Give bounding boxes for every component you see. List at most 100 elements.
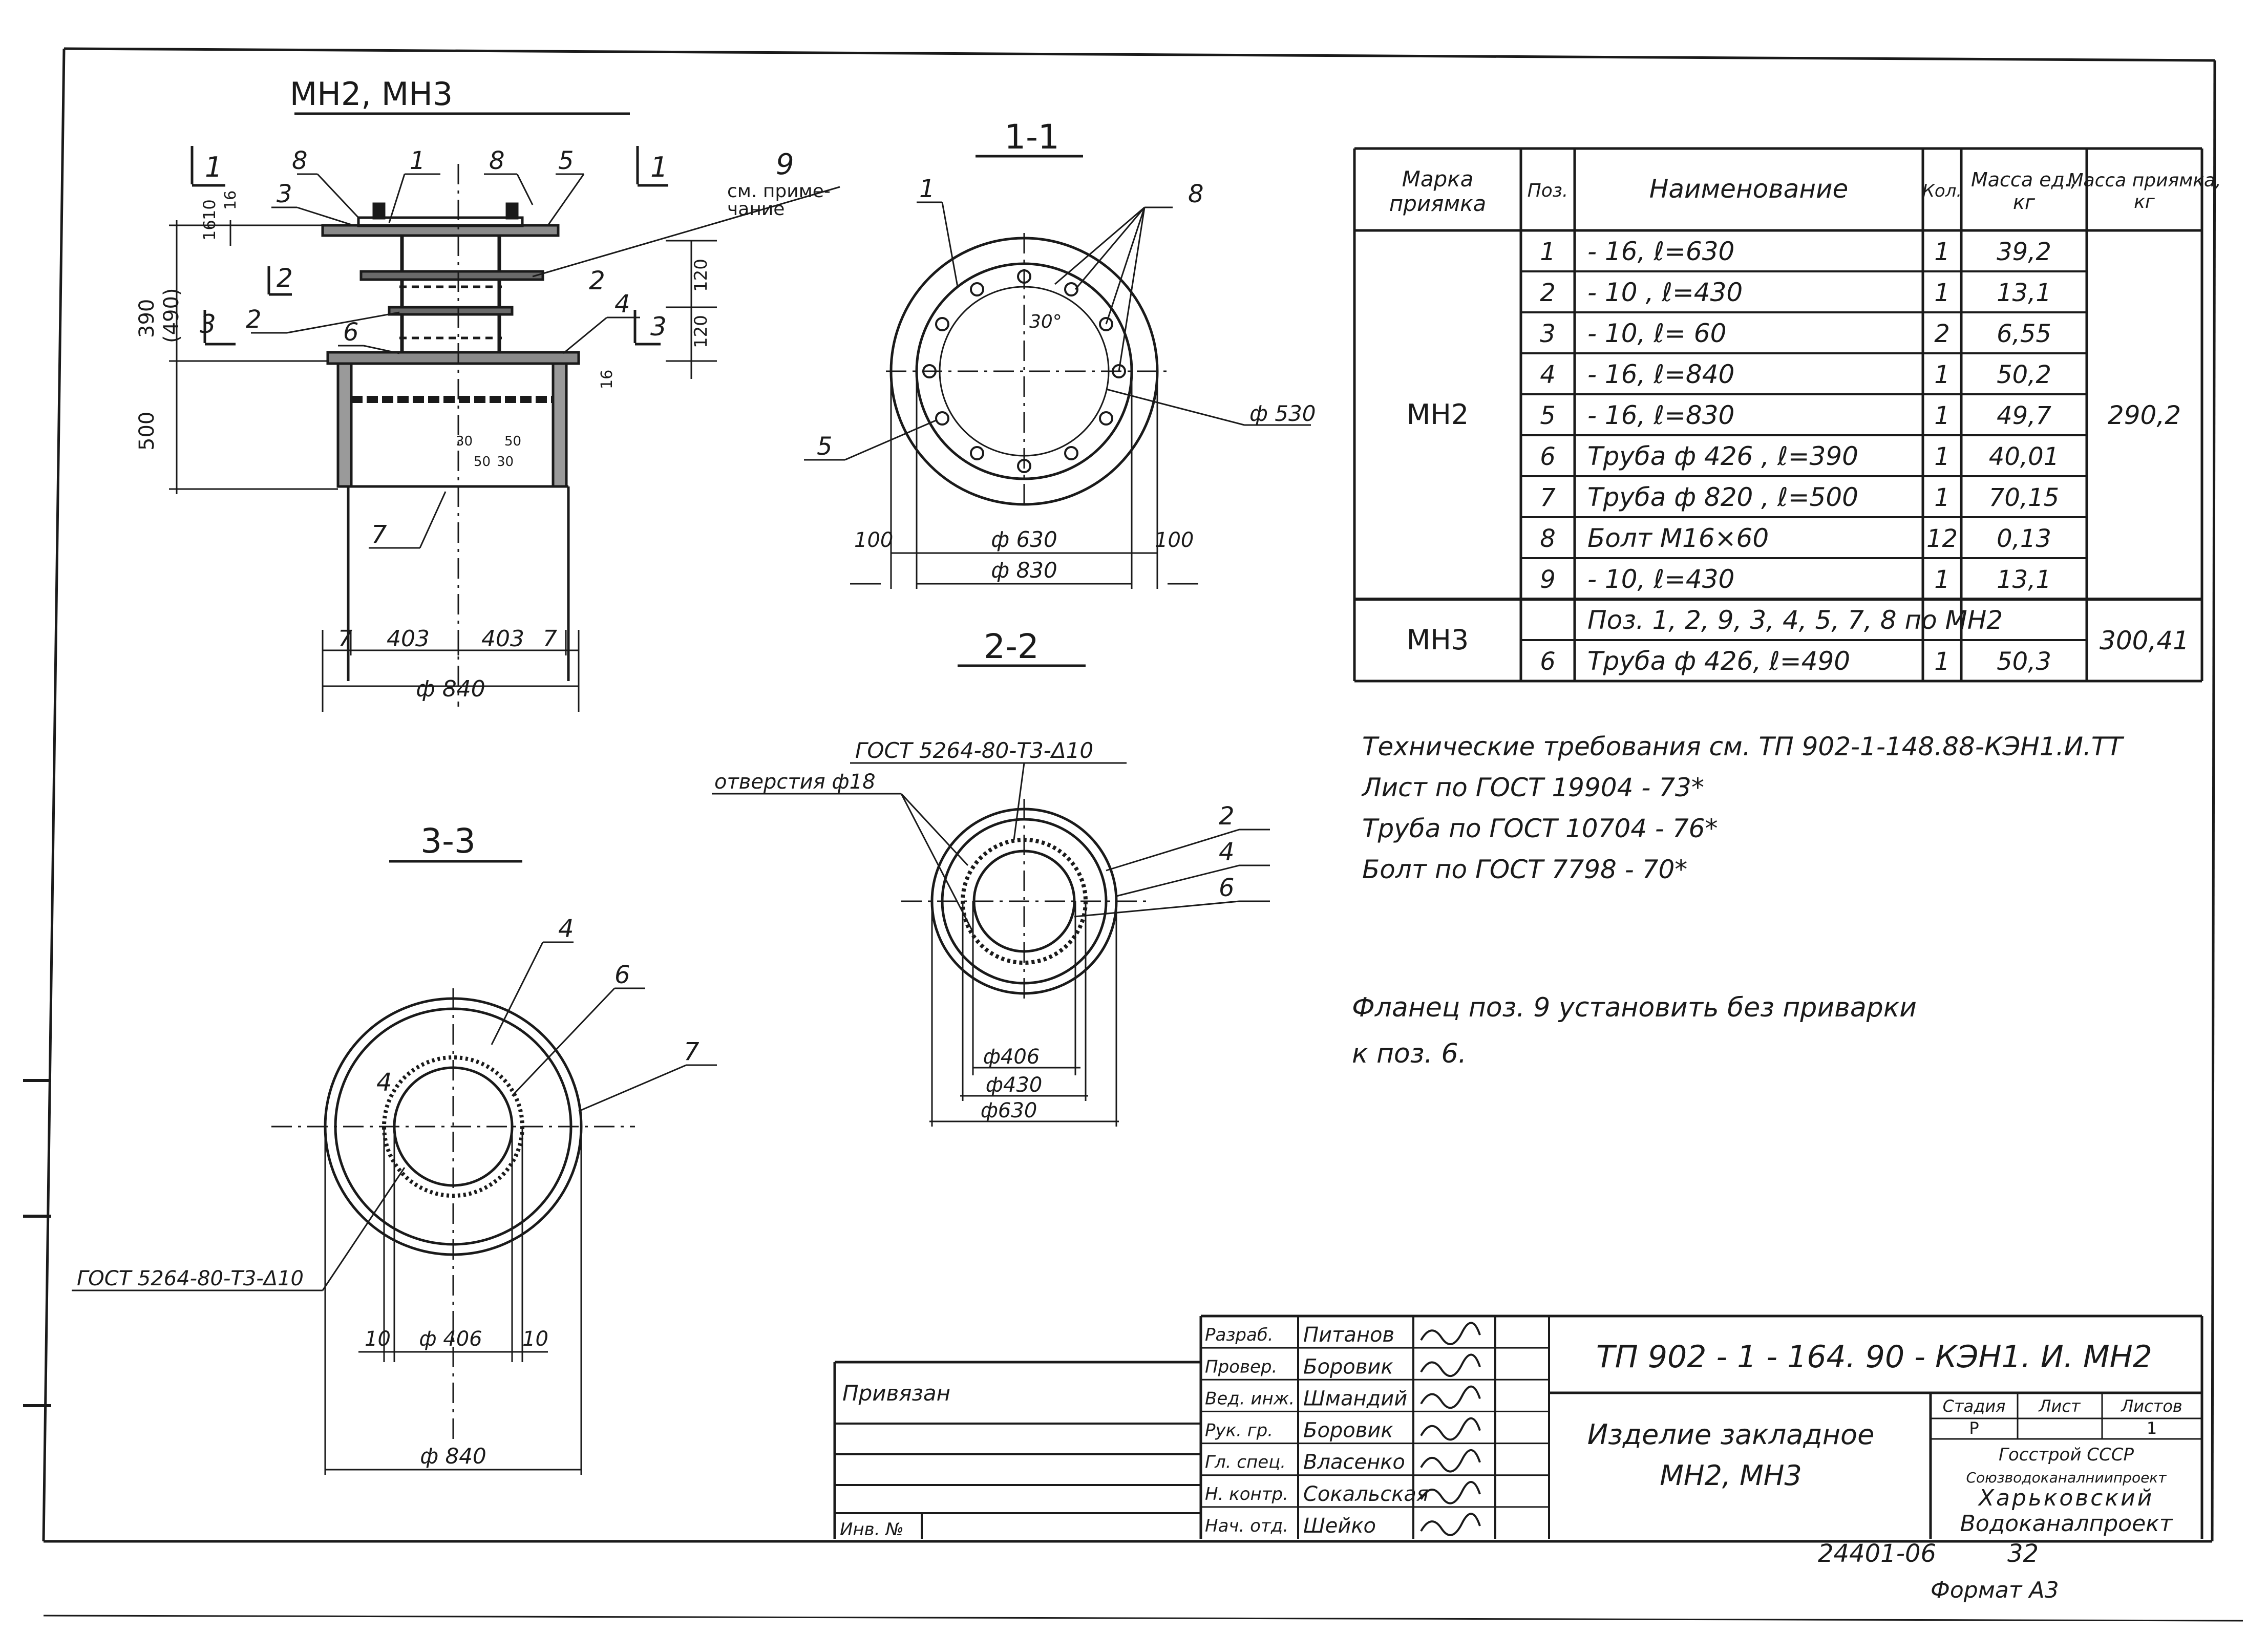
row-qty: 1 bbox=[1934, 647, 1950, 676]
dim-430-s22: ф430 bbox=[986, 1073, 1043, 1097]
dim-630-s11: ф 630 bbox=[991, 527, 1057, 552]
row-mass: 13,1 bbox=[1997, 279, 2051, 307]
role-name: Сокальская bbox=[1303, 1482, 1429, 1506]
drawing-code: ТП 902 - 1 - 164. 90 - КЭН1. И. МН2 bbox=[1596, 1339, 2152, 1375]
note-pipe-gost: Труба по ГОСТ 10704 - 76* bbox=[1362, 814, 1718, 843]
row-qty: 1 bbox=[1934, 238, 1950, 266]
view-title-2-2: 2-2 bbox=[984, 627, 1039, 666]
row-name: Труба ф 426 , ℓ=390 bbox=[1587, 441, 1858, 471]
callout-4-s33-inner: 4 bbox=[376, 1068, 392, 1097]
dim-630-s22: ф630 bbox=[981, 1099, 1037, 1122]
role-label: Нач. отд. bbox=[1205, 1516, 1288, 1536]
org-vodokanal: Водоканалпроект bbox=[1960, 1511, 2173, 1537]
note-sheet-gost: Лист по ГОСТ 19904 - 73* bbox=[1361, 773, 1704, 802]
dim-10-top: 10 bbox=[200, 199, 219, 220]
callout-7-s33: 7 bbox=[684, 1037, 700, 1066]
row-qty: 1 bbox=[1934, 360, 1950, 389]
row-name: - 16, ℓ=840 bbox=[1587, 359, 1734, 389]
dim-7-left: 7 bbox=[338, 626, 352, 652]
dim-390: 390 bbox=[135, 299, 159, 338]
signature-scribble bbox=[1420, 1322, 1481, 1345]
row-mass: 70,15 bbox=[1989, 483, 2059, 512]
header-mass_total: Масса приямка,кг bbox=[2067, 170, 2221, 213]
row-name: - 16, ℓ=630 bbox=[1587, 237, 1734, 266]
main-elevation-view: МН2, МН3 1 1 2 2 3 3 bbox=[135, 75, 840, 712]
note-bolt-gost: Болт по ГОСТ 7798 - 70* bbox=[1362, 855, 1687, 884]
group-mark: МН3 bbox=[1407, 624, 1469, 656]
callout-8-right: 8 bbox=[489, 146, 505, 175]
callout-6-main: 6 bbox=[343, 318, 359, 347]
note-flange-line2: к поз. 6. bbox=[1352, 1038, 1467, 1069]
row-pos: 4 bbox=[1540, 360, 1556, 389]
row-name: - 16, ℓ=830 bbox=[1587, 400, 1734, 430]
row-mass: 13,1 bbox=[1997, 565, 2051, 594]
role-name: Боровик bbox=[1303, 1355, 1393, 1378]
product-name: Изделие закладное bbox=[1587, 1418, 1875, 1451]
sheet-frame bbox=[23, 47, 2243, 1622]
notes-block: Технические требования см. ТП 902-1-148.… bbox=[1352, 732, 2124, 1069]
callout-5-top: 5 bbox=[558, 146, 574, 175]
section-1-1-view: 1-1 bbox=[804, 117, 1316, 589]
sheet-number: 32 bbox=[2007, 1539, 2039, 1568]
callout-9-main: 9 bbox=[776, 148, 794, 181]
signature-scribble bbox=[1420, 1417, 1481, 1441]
role-label: Н. контр. bbox=[1205, 1484, 1288, 1504]
view-title-3-3: 3-3 bbox=[420, 821, 476, 861]
row-pos: 1 bbox=[1540, 238, 1556, 266]
dim-840-s33: ф 840 bbox=[420, 1444, 486, 1469]
view-title-main: МН2, МН3 bbox=[290, 75, 453, 113]
sheet-label: Лист bbox=[2038, 1396, 2081, 1416]
row-name: Болт М16×60 bbox=[1587, 523, 1769, 553]
row-pos: 6 bbox=[1540, 647, 1556, 676]
dim-120-upper: 120 bbox=[691, 259, 711, 292]
gost-weld-2-2: ГОСТ 5264-80-Т3-Δ10 bbox=[855, 738, 1093, 763]
row-mass: 39,2 bbox=[1997, 238, 2051, 266]
dim-50-a: 50 bbox=[504, 434, 521, 449]
note-flange-line1: Фланец поз. 9 установить без приварки bbox=[1352, 992, 1917, 1023]
header-mass_unit: Масса ед.,кг bbox=[1971, 168, 2077, 214]
gost-weld-3-3: ГОСТ 5264-80-Т3-Δ10 bbox=[77, 1267, 304, 1290]
callout-4-main: 4 bbox=[614, 290, 630, 319]
section-2-2-view: 2-2 ГОСТ 5 bbox=[712, 627, 1270, 1127]
dim-500: 500 bbox=[135, 412, 159, 451]
row-name: Труба ф 426, ℓ=490 bbox=[1587, 646, 1850, 676]
callout-2-s22: 2 bbox=[1219, 802, 1235, 831]
dim-530-s11: ф 530 bbox=[1249, 401, 1316, 426]
row-pos: 8 bbox=[1540, 524, 1556, 553]
dim-100-right: 100 bbox=[1155, 528, 1194, 552]
dim-16-top: 16 bbox=[200, 220, 219, 241]
dim-7-right: 7 bbox=[543, 626, 557, 652]
row-qty: 12 bbox=[1926, 524, 1958, 553]
paper-format: Формат А3 bbox=[1931, 1577, 2059, 1603]
note-9-line2: чание bbox=[727, 199, 785, 220]
dim-403-right: 403 bbox=[481, 626, 524, 652]
dim-10-left-s33: 10 bbox=[365, 1327, 391, 1351]
signature-scribble bbox=[1420, 1513, 1481, 1536]
header-qty: Кол. bbox=[1922, 181, 1962, 201]
role-name: Боровик bbox=[1303, 1419, 1393, 1443]
row-name: - 10, ℓ= 60 bbox=[1587, 319, 1726, 348]
row-name: - 10, ℓ=430 bbox=[1587, 564, 1734, 594]
org-kharkov: Харьковский bbox=[1978, 1485, 2154, 1511]
dim-406-s22: ф406 bbox=[983, 1045, 1040, 1069]
signature-scribble bbox=[1420, 1449, 1481, 1473]
section-mark-2-left: 2 bbox=[277, 263, 293, 293]
callout-8-left: 8 bbox=[292, 146, 308, 175]
callout-2-main: 2 bbox=[246, 305, 262, 334]
role-name: Питанов bbox=[1303, 1323, 1394, 1347]
row-pos: 6 bbox=[1540, 442, 1556, 471]
dim-406-s33: ф 406 bbox=[419, 1327, 482, 1351]
role-label: Рук. гр. bbox=[1205, 1420, 1273, 1441]
dim-30-a: 30 bbox=[456, 434, 473, 449]
callout-4-s22: 4 bbox=[1219, 838, 1235, 866]
dim-403-left: 403 bbox=[387, 626, 430, 652]
row-pos: 9 bbox=[1540, 565, 1556, 594]
sheets-value: 1 bbox=[2147, 1418, 2157, 1438]
role-name: Шейко bbox=[1303, 1514, 1376, 1538]
row-mass: 0,13 bbox=[1997, 524, 2051, 553]
dim-120-lower: 120 bbox=[691, 315, 711, 348]
row-qty: 1 bbox=[1934, 279, 1950, 307]
dim-30-b: 30 bbox=[497, 454, 514, 470]
callout-1-s11: 1 bbox=[919, 175, 935, 203]
dim-830-s11: ф 830 bbox=[991, 558, 1057, 583]
